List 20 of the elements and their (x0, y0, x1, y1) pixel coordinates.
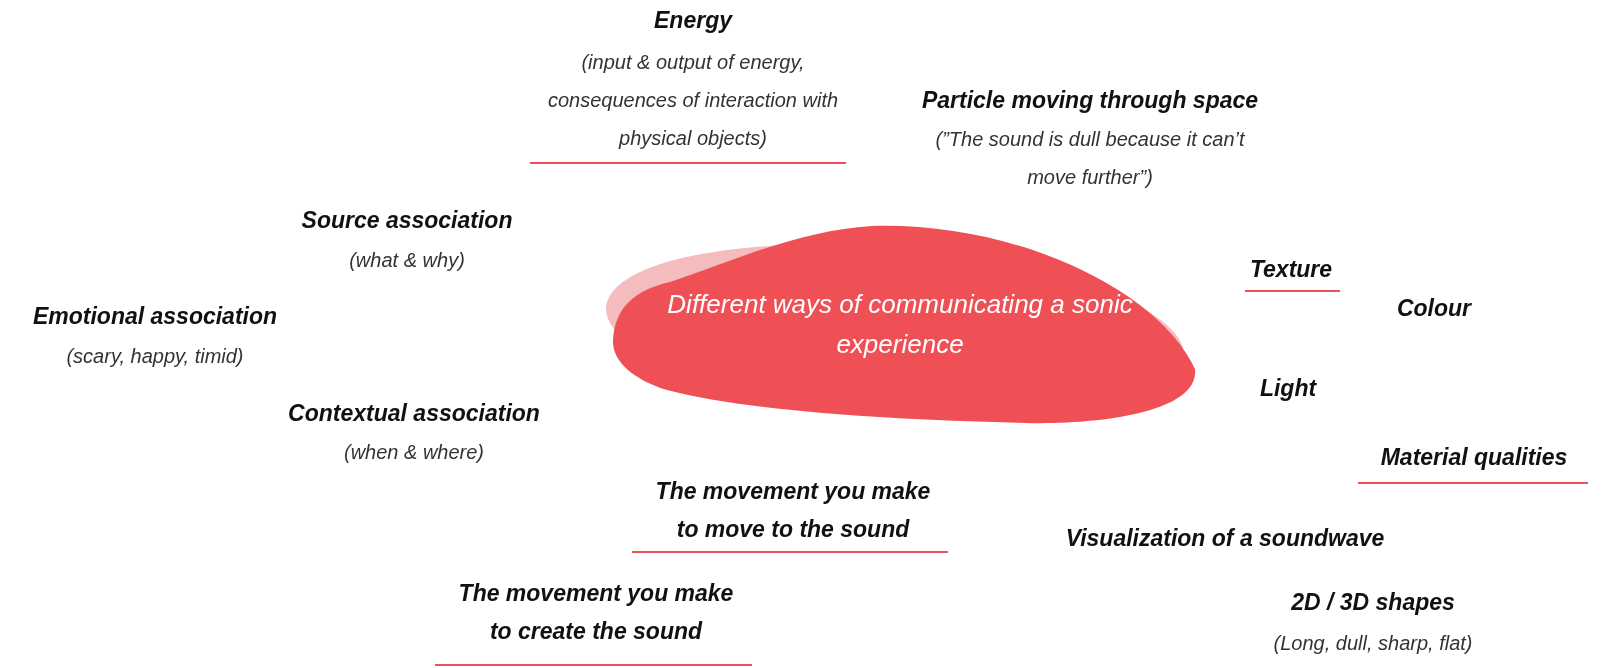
note-text: (when & where) (343, 440, 485, 465)
heading-label: Visualization of a soundwave (1065, 524, 1385, 553)
heading-label: Texture (1249, 255, 1333, 284)
heading-label: Contextual association (288, 399, 540, 428)
heading-label: Particle moving through space (921, 86, 1259, 115)
heading-label: The movement you make to create the sound (457, 579, 735, 646)
node-title: Different ways of communicating a sonic experience (666, 288, 1134, 361)
note-text: (what & why) (349, 248, 465, 273)
heading-label: Light (1259, 374, 1317, 403)
heading-label: Source association (301, 206, 513, 235)
heading-label: The movement you make to move to the sound (654, 477, 932, 544)
heading-label: 2D / 3D shapes (1291, 588, 1455, 617)
note-text: (input & output of energy, consequences of interaction with physical objects) (546, 50, 840, 151)
heading-label: Energy (654, 6, 732, 35)
note-text: (Long, dull, sharp, flat) (1273, 631, 1473, 656)
heading-label: Emotional association (32, 302, 278, 331)
note-text: (scary, happy, timid) (66, 344, 244, 369)
heading-label: Material qualities (1380, 443, 1568, 472)
note-text: (”The sound is dull because it can’t move further”) (934, 127, 1246, 190)
heading-label: Colour (1396, 294, 1472, 323)
